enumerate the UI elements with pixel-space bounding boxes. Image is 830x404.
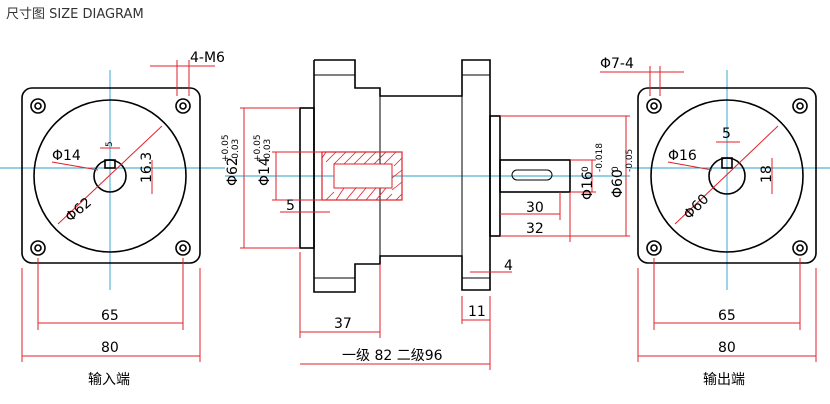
side-view: Φ62 +0.05 -0.03 Φ14 +0.05 -0.03 5 Φ16 0 …: [221, 59, 635, 370]
bore-tol-up: +0.05: [253, 134, 263, 162]
shaft-key-length-label: 30: [526, 200, 544, 216]
output-shaft-label: Φ16: [668, 148, 697, 164]
output-shaft-label: Φ16: [580, 171, 596, 200]
input-width-label: 80: [101, 340, 119, 356]
page-title: 尺寸图 SIZE DIAGRAM: [6, 7, 144, 22]
output-mount-holes: [646, 98, 808, 256]
input-key-height-label: 16.3: [139, 152, 155, 183]
output-pilot-tol-up: 0: [611, 166, 621, 172]
input-end-label: 输入端: [88, 372, 130, 388]
input-hole-label: 4-M6: [190, 50, 225, 66]
input-shaft-label: Φ14: [52, 148, 81, 164]
pilot-dia-label: Φ62: [225, 157, 241, 186]
input-length-label: 37: [334, 316, 352, 332]
output-pilot-tol-low: -0.05: [625, 149, 635, 172]
input-key-label: 5: [105, 141, 115, 147]
shaft-length-label: 32: [526, 221, 544, 237]
output-end-view: Φ7-4 5 Φ16 18 Φ60 65 80 输出端: [600, 56, 830, 388]
output-key-height-label: 18: [759, 165, 775, 183]
bore-tol-low: -0.03: [263, 139, 273, 162]
pilot-tol-low: -0.03: [231, 139, 241, 162]
total-length-label: 一级 82 二级96: [342, 348, 443, 364]
input-bolt-circle-label: Φ62: [62, 195, 94, 226]
key-length-label: 5: [286, 198, 295, 214]
output-shaft-tol-up: 0: [581, 166, 591, 172]
flange-gap-label: 4: [504, 258, 513, 274]
output-end-label: 输出端: [703, 372, 745, 388]
bore-dia-label: Φ14: [257, 157, 273, 186]
flange-thickness-label: 11: [468, 304, 486, 320]
input-mount-holes: [30, 98, 191, 256]
input-pitch-label: 65: [101, 308, 119, 324]
output-shaft-tol-low: -0.018: [595, 143, 605, 172]
output-pilot-label: Φ60: [610, 169, 626, 198]
output-hole-label: Φ7-4: [600, 56, 634, 72]
input-end-view: 4-M6 5 Φ14 16.3 Φ62 65 80 输入端: [0, 50, 225, 388]
output-key-label: 5: [722, 126, 731, 142]
pilot-tol-up: +0.05: [221, 134, 231, 162]
output-pitch-label: 65: [718, 308, 736, 324]
output-bolt-circle-label: Φ60: [681, 191, 713, 223]
output-width-label: 80: [718, 340, 736, 356]
